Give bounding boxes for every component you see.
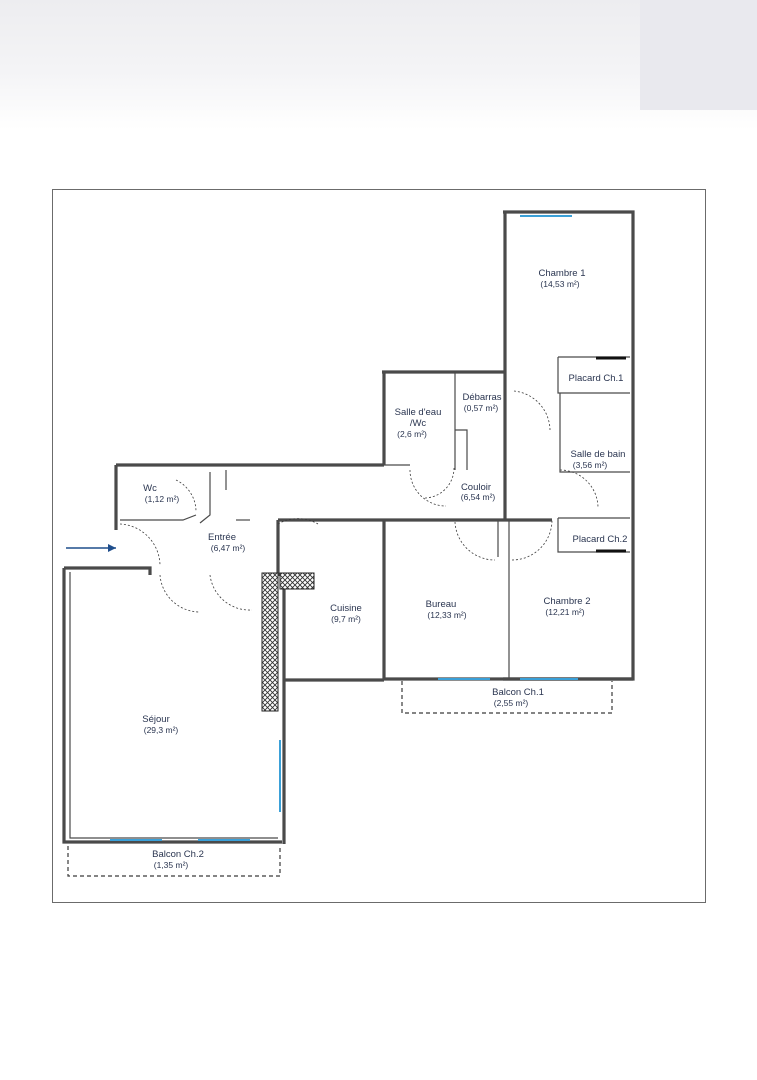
cuisine-label: Cuisine — [330, 603, 362, 614]
chambre1-area: (14,53 m²) — [540, 279, 579, 289]
wc-label: Wc — [143, 483, 157, 494]
door-swings — [119, 390, 599, 613]
hatched-duct-horizontal — [279, 572, 315, 590]
salle-eau-label2: /Wc — [410, 418, 427, 429]
entree-area: (6,47 m²) — [211, 543, 246, 553]
scan-smudge-right — [640, 0, 757, 110]
salle-eau-label: Salle d'eau — [395, 407, 442, 418]
walls — [62, 210, 635, 844]
couloir-label: Couloir — [461, 482, 491, 493]
debarras-area: (0,57 m²) — [464, 403, 499, 413]
bureau-area: (12,33 m²) — [427, 610, 466, 620]
sejour-area: (29,3 m²) — [144, 725, 179, 735]
cuisine-area: (9,7 m²) — [331, 614, 361, 624]
wc-area: (1,12 m²) — [145, 494, 180, 504]
balcon-ch1-area: (2,55 m²) — [494, 698, 529, 708]
placard-ch1-label: Placard Ch.1 — [569, 373, 624, 384]
balcon-ch1-label: Balcon Ch.1 — [492, 687, 544, 698]
sejour-label: Séjour — [142, 714, 169, 725]
entree-label: Entrée — [208, 532, 236, 543]
couloir-area: (6,54 m²) — [461, 492, 496, 502]
debarras-label: Débarras — [462, 392, 501, 403]
salle-bain-area: (3,56 m²) — [573, 460, 608, 470]
hatched-duct-vertical — [261, 572, 279, 712]
bureau-label: Bureau — [426, 599, 457, 610]
salle-bain-label: Salle de bain — [571, 449, 626, 460]
chambre2-label: Chambre 2 — [544, 596, 591, 607]
chambre1-label: Chambre 1 — [539, 268, 586, 279]
scan-smudge — [0, 0, 757, 130]
balcony-ch1-outline — [401, 681, 613, 714]
entry-arrow-icon — [66, 544, 116, 552]
salle-eau-area: (2,6 m²) — [397, 429, 427, 439]
plan-frame — [52, 189, 706, 903]
placard-ch2-label: Placard Ch.2 — [573, 534, 628, 545]
balcon-ch2-area: (1,35 m²) — [154, 860, 189, 870]
chambre2-area: (12,21 m²) — [545, 607, 584, 617]
windows — [110, 215, 578, 841]
balcony-ch2-outline — [67, 846, 281, 877]
balcon-ch2-label: Balcon Ch.2 — [152, 849, 204, 860]
